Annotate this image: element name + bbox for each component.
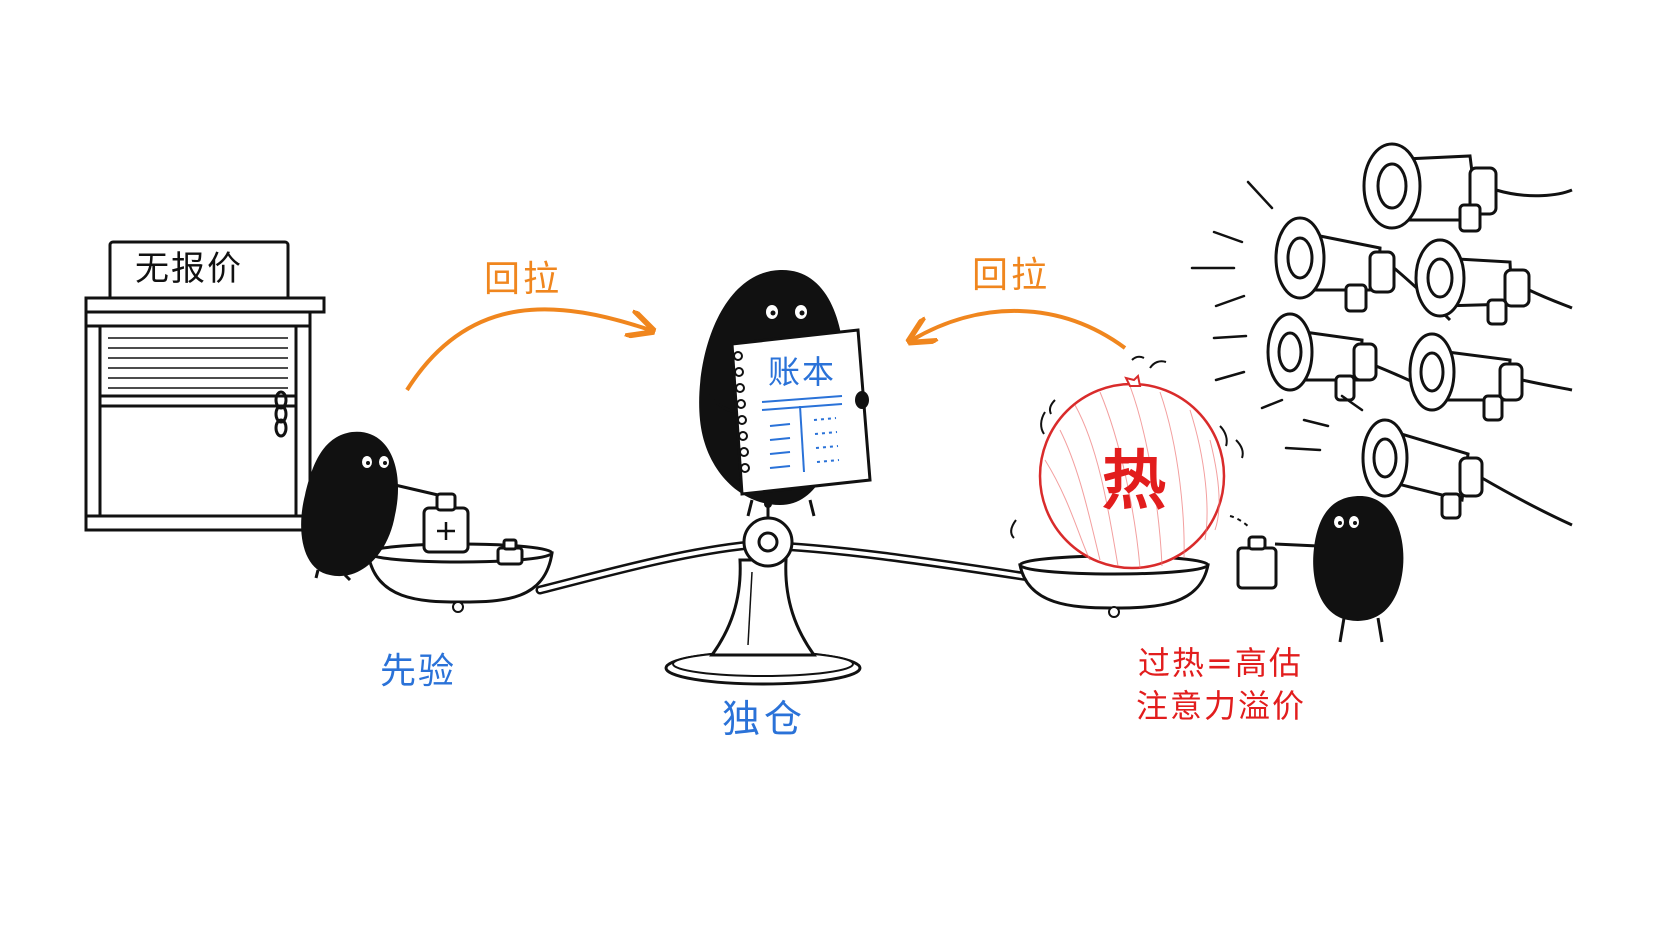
- overheat-label-line1: 过热=高估: [1138, 644, 1303, 682]
- pull-back-arrow-right: [912, 309, 1127, 350]
- weight-icon: [1229, 515, 1278, 590]
- megaphone-icon: [1361, 418, 1573, 527]
- shutter-slats: [108, 337, 288, 389]
- chain-lock-icon: [274, 390, 288, 438]
- overheat-character: [1274, 496, 1404, 643]
- pull-back-label-left: 回拉: [484, 259, 563, 300]
- pull-back-arrow-left: [405, 307, 650, 392]
- weight-icon: [422, 492, 524, 566]
- megaphone-icon: [1266, 312, 1441, 402]
- megaphone-icon: [1414, 238, 1573, 326]
- megaphone-icon: [1408, 332, 1573, 422]
- pull-back-label-right: 回拉: [972, 255, 1051, 296]
- ledger-book-icon: [730, 328, 872, 496]
- balloon-icon: [1010, 355, 1244, 570]
- sound-lines: [1190, 180, 1364, 452]
- solo-position-label: 独仓: [722, 697, 807, 741]
- megaphone-icon: [1274, 216, 1452, 322]
- prior-character: [301, 431, 439, 582]
- overheat-label-line2: 注意力溢价: [1136, 687, 1307, 725]
- megaphone-crowd: [1266, 142, 1573, 527]
- heat-label: 热: [1102, 445, 1166, 519]
- ledger-title: 账本: [768, 353, 837, 391]
- prior-label: 先验: [380, 651, 457, 692]
- no-quote-sign: 无报价: [135, 249, 243, 289]
- megaphone-icon: [1362, 142, 1573, 233]
